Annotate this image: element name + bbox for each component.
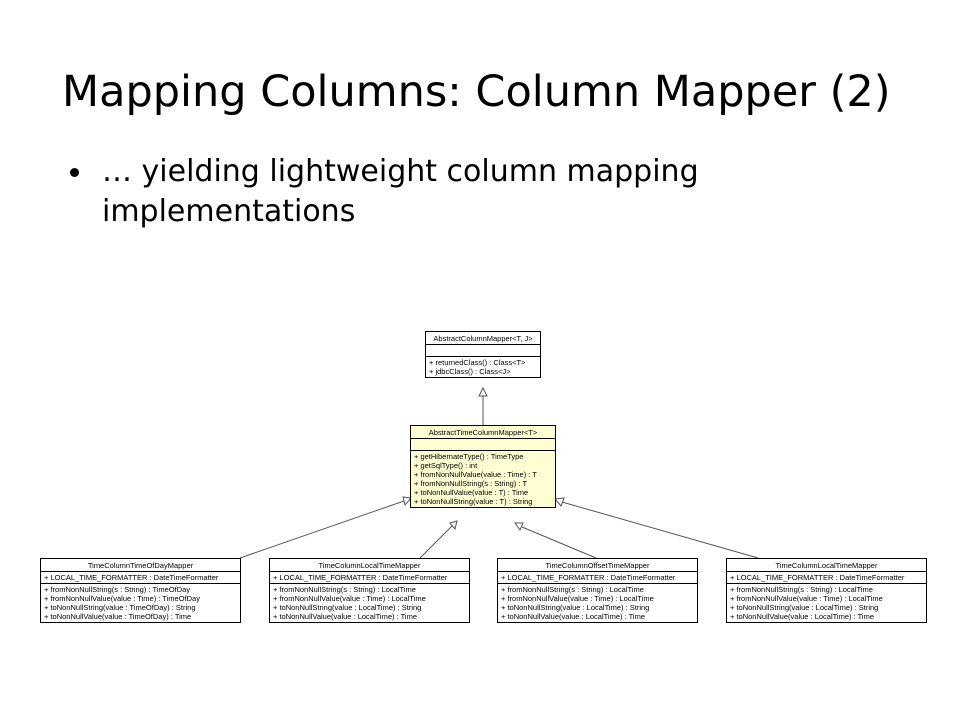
method: + fromNonNullString(s : String) : LocalT… <box>730 585 873 594</box>
method: + fromNonNullValue(value : Time) : TimeO… <box>44 594 200 603</box>
field: + LOCAL_TIME_FORMATTER : DateTimeFormatt… <box>501 573 676 582</box>
class-name: AbstractTimeColumnMapper<T> <box>411 426 555 439</box>
method: + toNonNullString(value : LocalTime) : S… <box>730 603 879 612</box>
method: + fromNonNullString(s : String) : T <box>414 479 528 488</box>
field: + LOCAL_TIME_FORMATTER : DateTimeFormatt… <box>44 573 219 582</box>
class-methods: + returnedClass() : Class<T> + jdbcClass… <box>426 357 540 377</box>
class-fields <box>426 345 540 357</box>
bullet-text: … yielding lightweight column mapping im… <box>102 154 699 229</box>
arrow-sub-2 <box>419 525 453 559</box>
class-name: TimeColumnLocalTimeMapper <box>270 559 469 572</box>
class-fields: + LOCAL_TIME_FORMATTER : DateTimeFormatt… <box>270 572 469 584</box>
arrow-sub-1 <box>239 500 405 559</box>
arrowhead-icon <box>514 522 524 532</box>
class-name: TimeColumnLocalTimeMapper <box>727 559 926 572</box>
class-abstract-time-column-mapper: AbstractTimeColumnMapper<T> + getHiberna… <box>410 425 556 508</box>
bullet-dot-icon <box>70 168 79 177</box>
arrowhead-icon <box>478 386 488 397</box>
arrowhead-icon <box>402 496 412 507</box>
method: + toNonNullValue(value : LocalTime) : Ti… <box>730 612 875 621</box>
class-fields: + LOCAL_TIME_FORMATTER : DateTimeFormatt… <box>727 572 926 584</box>
arrowhead-icon <box>449 520 458 531</box>
method: + fromNonNullString(s : String) : TimeOf… <box>44 585 191 594</box>
method: + toNonNullValue(value : LocalTime) : Ti… <box>501 612 646 621</box>
arrowhead-icon <box>554 497 565 507</box>
method: + fromNonNullValue(value : Time) : Local… <box>273 594 426 603</box>
method: + fromNonNullValue(value : Time) : Local… <box>730 594 883 603</box>
class-methods: + fromNonNullString(s : String) : LocalT… <box>727 584 926 622</box>
method: + getHibernateType() : TimeType <box>414 452 524 461</box>
method: + toNonNullValue(value : TimeOfDay) : Ti… <box>44 612 192 621</box>
class-methods: + fromNonNullString(s : String) : TimeOf… <box>41 584 240 622</box>
method: + toNonNullValue(value : LocalTime) : Ti… <box>273 612 418 621</box>
field: + LOCAL_TIME_FORMATTER : DateTimeFormatt… <box>273 573 448 582</box>
method: + toNonNullString(value : LocalTime) : S… <box>273 603 422 612</box>
method: + getSqlType() : int <box>414 461 478 470</box>
method: + toNonNullString(value : LocalTime) : S… <box>501 603 650 612</box>
class-subclass-4: TimeColumnLocalTimeMapper + LOCAL_TIME_F… <box>726 558 927 623</box>
class-abstract-column-mapper: AbstractColumnMapper<T, J> + returnedCla… <box>425 331 541 378</box>
field: + LOCAL_TIME_FORMATTER : DateTimeFormatt… <box>730 573 905 582</box>
method: + fromNonNullString(s : String) : LocalT… <box>501 585 644 594</box>
method: + fromNonNullString(s : String) : LocalT… <box>273 585 416 594</box>
class-subclass-3: TimeColumnOffsetTimeMapper + LOCAL_TIME_… <box>497 558 698 623</box>
method: + fromNonNullValue(value : Time) : T <box>414 470 537 479</box>
class-name: TimeColumnTimeOfDayMapper <box>41 559 240 572</box>
class-fields: + LOCAL_TIME_FORMATTER : DateTimeFormatt… <box>41 572 240 584</box>
class-name: TimeColumnOffsetTimeMapper <box>498 559 697 572</box>
class-methods: + fromNonNullString(s : String) : LocalT… <box>270 584 469 622</box>
class-methods: + getHibernateType() : TimeType + getSql… <box>411 451 555 507</box>
method: + toNonNullString(value : T) : String <box>414 497 533 506</box>
class-fields: + LOCAL_TIME_FORMATTER : DateTimeFormatt… <box>498 572 697 584</box>
method: + returnedClass() : Class<T> <box>429 358 526 367</box>
method: + toNonNullString(value : TimeOfDay) : S… <box>44 603 196 612</box>
class-subclass-2: TimeColumnLocalTimeMapper + LOCAL_TIME_F… <box>269 558 470 623</box>
method: + jdbcClass() : Class<J> <box>429 367 511 376</box>
arrow-sub-3 <box>521 526 597 559</box>
class-methods: + fromNonNullString(s : String) : LocalT… <box>498 584 697 622</box>
arrow-sub-4 <box>561 501 759 559</box>
slide-title: Mapping Columns: Column Mapper (2) <box>62 67 891 117</box>
class-name: AbstractColumnMapper<T, J> <box>426 332 540 345</box>
method: + toNonNullValue(value : T) : Time <box>414 488 529 497</box>
class-fields <box>411 439 555 451</box>
class-subclass-1: TimeColumnTimeOfDayMapper + LOCAL_TIME_F… <box>40 558 241 623</box>
method: + fromNonNullValue(value : Time) : Local… <box>501 594 654 603</box>
